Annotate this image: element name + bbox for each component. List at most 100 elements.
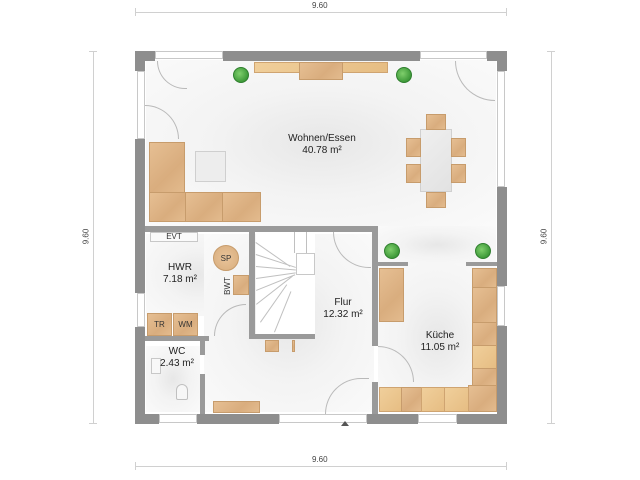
window-bottom-wc bbox=[159, 414, 197, 423]
dimension-tick bbox=[506, 462, 507, 470]
wall-kueche-left-lower bbox=[372, 382, 378, 414]
room-area: 7.18 m² bbox=[163, 274, 197, 285]
wall-bottom-mid-right bbox=[367, 414, 418, 424]
wall-kueche-left bbox=[372, 226, 378, 346]
wall-kueche-top-left bbox=[378, 262, 408, 266]
kitchen-counter-bottom-2 bbox=[401, 387, 422, 412]
dryer-tr bbox=[147, 313, 172, 336]
room-area: 2.43 m² bbox=[160, 358, 194, 369]
dining-chair bbox=[451, 138, 466, 157]
dimension-bottom: 9.60 bbox=[312, 455, 328, 464]
dining-chair bbox=[406, 164, 421, 183]
dimension-tick bbox=[89, 423, 97, 424]
stair-rail bbox=[294, 232, 295, 253]
dimension-left: 9.60 bbox=[81, 228, 91, 245]
fixture-bwt: BWT bbox=[223, 277, 232, 295]
dining-chair bbox=[426, 114, 446, 130]
dimension-tick bbox=[89, 51, 97, 52]
plant-icon bbox=[396, 67, 412, 83]
sofa-seat-1 bbox=[149, 192, 186, 222]
dimension-tick bbox=[135, 8, 136, 16]
kitchen-counter-right-3 bbox=[472, 322, 497, 346]
dimension-line-right bbox=[551, 52, 552, 424]
dining-chair bbox=[451, 164, 466, 183]
plant-icon bbox=[233, 67, 249, 83]
dimension-line-top bbox=[136, 12, 506, 13]
dimension-tick bbox=[547, 51, 555, 52]
dimension-line-bottom bbox=[136, 466, 506, 467]
wall-right-upper bbox=[497, 187, 507, 286]
wall-hwr-bottom bbox=[145, 336, 209, 341]
coffee-table bbox=[195, 151, 226, 182]
wall-left-middle bbox=[135, 231, 145, 293]
wall-stair-bottom bbox=[249, 334, 315, 339]
toilet bbox=[176, 384, 188, 400]
wall-kueche-top-right bbox=[466, 262, 497, 266]
room-area: 40.78 m² bbox=[302, 145, 342, 156]
door-left-terrace bbox=[137, 71, 145, 139]
room-label-wc: WC 2.43 m² bbox=[155, 346, 199, 370]
storage-tank-sp bbox=[213, 245, 239, 271]
staircase bbox=[255, 232, 315, 334]
sideboard-tv bbox=[299, 62, 343, 80]
room-label-hwr: HWR 7.18 m² bbox=[155, 262, 205, 286]
room-name: WC bbox=[168, 346, 186, 357]
window-right-kueche bbox=[497, 286, 505, 326]
entrance-arrow-icon bbox=[341, 421, 349, 426]
dining-chair bbox=[406, 138, 421, 157]
plant-icon bbox=[475, 243, 491, 259]
evt-box bbox=[150, 232, 198, 242]
kitchen-sink-1 bbox=[421, 387, 445, 412]
shoe-cabinet bbox=[213, 401, 260, 413]
wall-top-left-corner bbox=[135, 51, 155, 61]
room-label-kueche: Küche 11.05 m² bbox=[413, 330, 467, 354]
fixture-evt: EVT bbox=[166, 232, 182, 241]
washer-wm bbox=[173, 313, 198, 336]
wc-sink bbox=[151, 358, 161, 374]
dimension-line-left bbox=[93, 52, 94, 424]
wall-bottom-mid-left bbox=[197, 414, 279, 424]
dimension-top: 9.60 bbox=[312, 1, 328, 10]
wall-hwr-top bbox=[145, 226, 375, 232]
kitchen-sink-2 bbox=[444, 387, 469, 412]
fixture-sp: SP bbox=[220, 254, 232, 263]
bench bbox=[265, 340, 279, 352]
dimension-tick bbox=[135, 462, 136, 470]
stair-rail bbox=[306, 232, 307, 253]
entrance-door bbox=[279, 414, 367, 423]
wall-stair-left bbox=[249, 232, 255, 336]
room-area: 12.32 m² bbox=[323, 309, 363, 320]
dimension-right: 9.60 bbox=[539, 228, 549, 245]
floor-wc bbox=[146, 346, 200, 412]
dining-table bbox=[420, 129, 452, 192]
plant-icon bbox=[384, 243, 400, 259]
room-name: Flur bbox=[334, 297, 352, 308]
door-right-terrace bbox=[497, 71, 505, 187]
fixture-tr: TR bbox=[154, 320, 165, 329]
wall-bottom-left bbox=[135, 414, 159, 424]
kitchen-counter-right-4 bbox=[472, 368, 497, 386]
wall-wc-right-lower bbox=[200, 374, 205, 414]
dimension-tick bbox=[547, 423, 555, 424]
room-name: Wohnen/Essen bbox=[288, 133, 356, 144]
kitchen-counter-right-2 bbox=[472, 287, 497, 323]
room-name: Küche bbox=[425, 330, 455, 341]
wall-right-lower bbox=[497, 326, 507, 424]
room-label-flur: Flur 12.32 m² bbox=[318, 297, 368, 321]
stair-landing bbox=[296, 253, 315, 275]
wall-top-middle bbox=[223, 51, 420, 61]
kitchen-counter-right-1 bbox=[472, 268, 497, 288]
kitchen-stove bbox=[472, 345, 497, 369]
wall-bottom-right bbox=[457, 414, 507, 424]
kitchen-cabinet-left bbox=[379, 268, 404, 322]
wall-left-lower bbox=[135, 327, 145, 424]
window-left-hwr bbox=[137, 293, 145, 327]
room-area: 11.05 m² bbox=[420, 342, 460, 353]
window-top-left bbox=[155, 51, 223, 59]
room-name: HWR bbox=[168, 262, 192, 273]
wall-top-left-corner-v bbox=[135, 51, 145, 71]
kitchen-counter-corner bbox=[468, 385, 497, 412]
window-bottom-kueche bbox=[418, 414, 457, 423]
wall-left-upper bbox=[135, 139, 145, 231]
dimension-tick bbox=[506, 8, 507, 16]
